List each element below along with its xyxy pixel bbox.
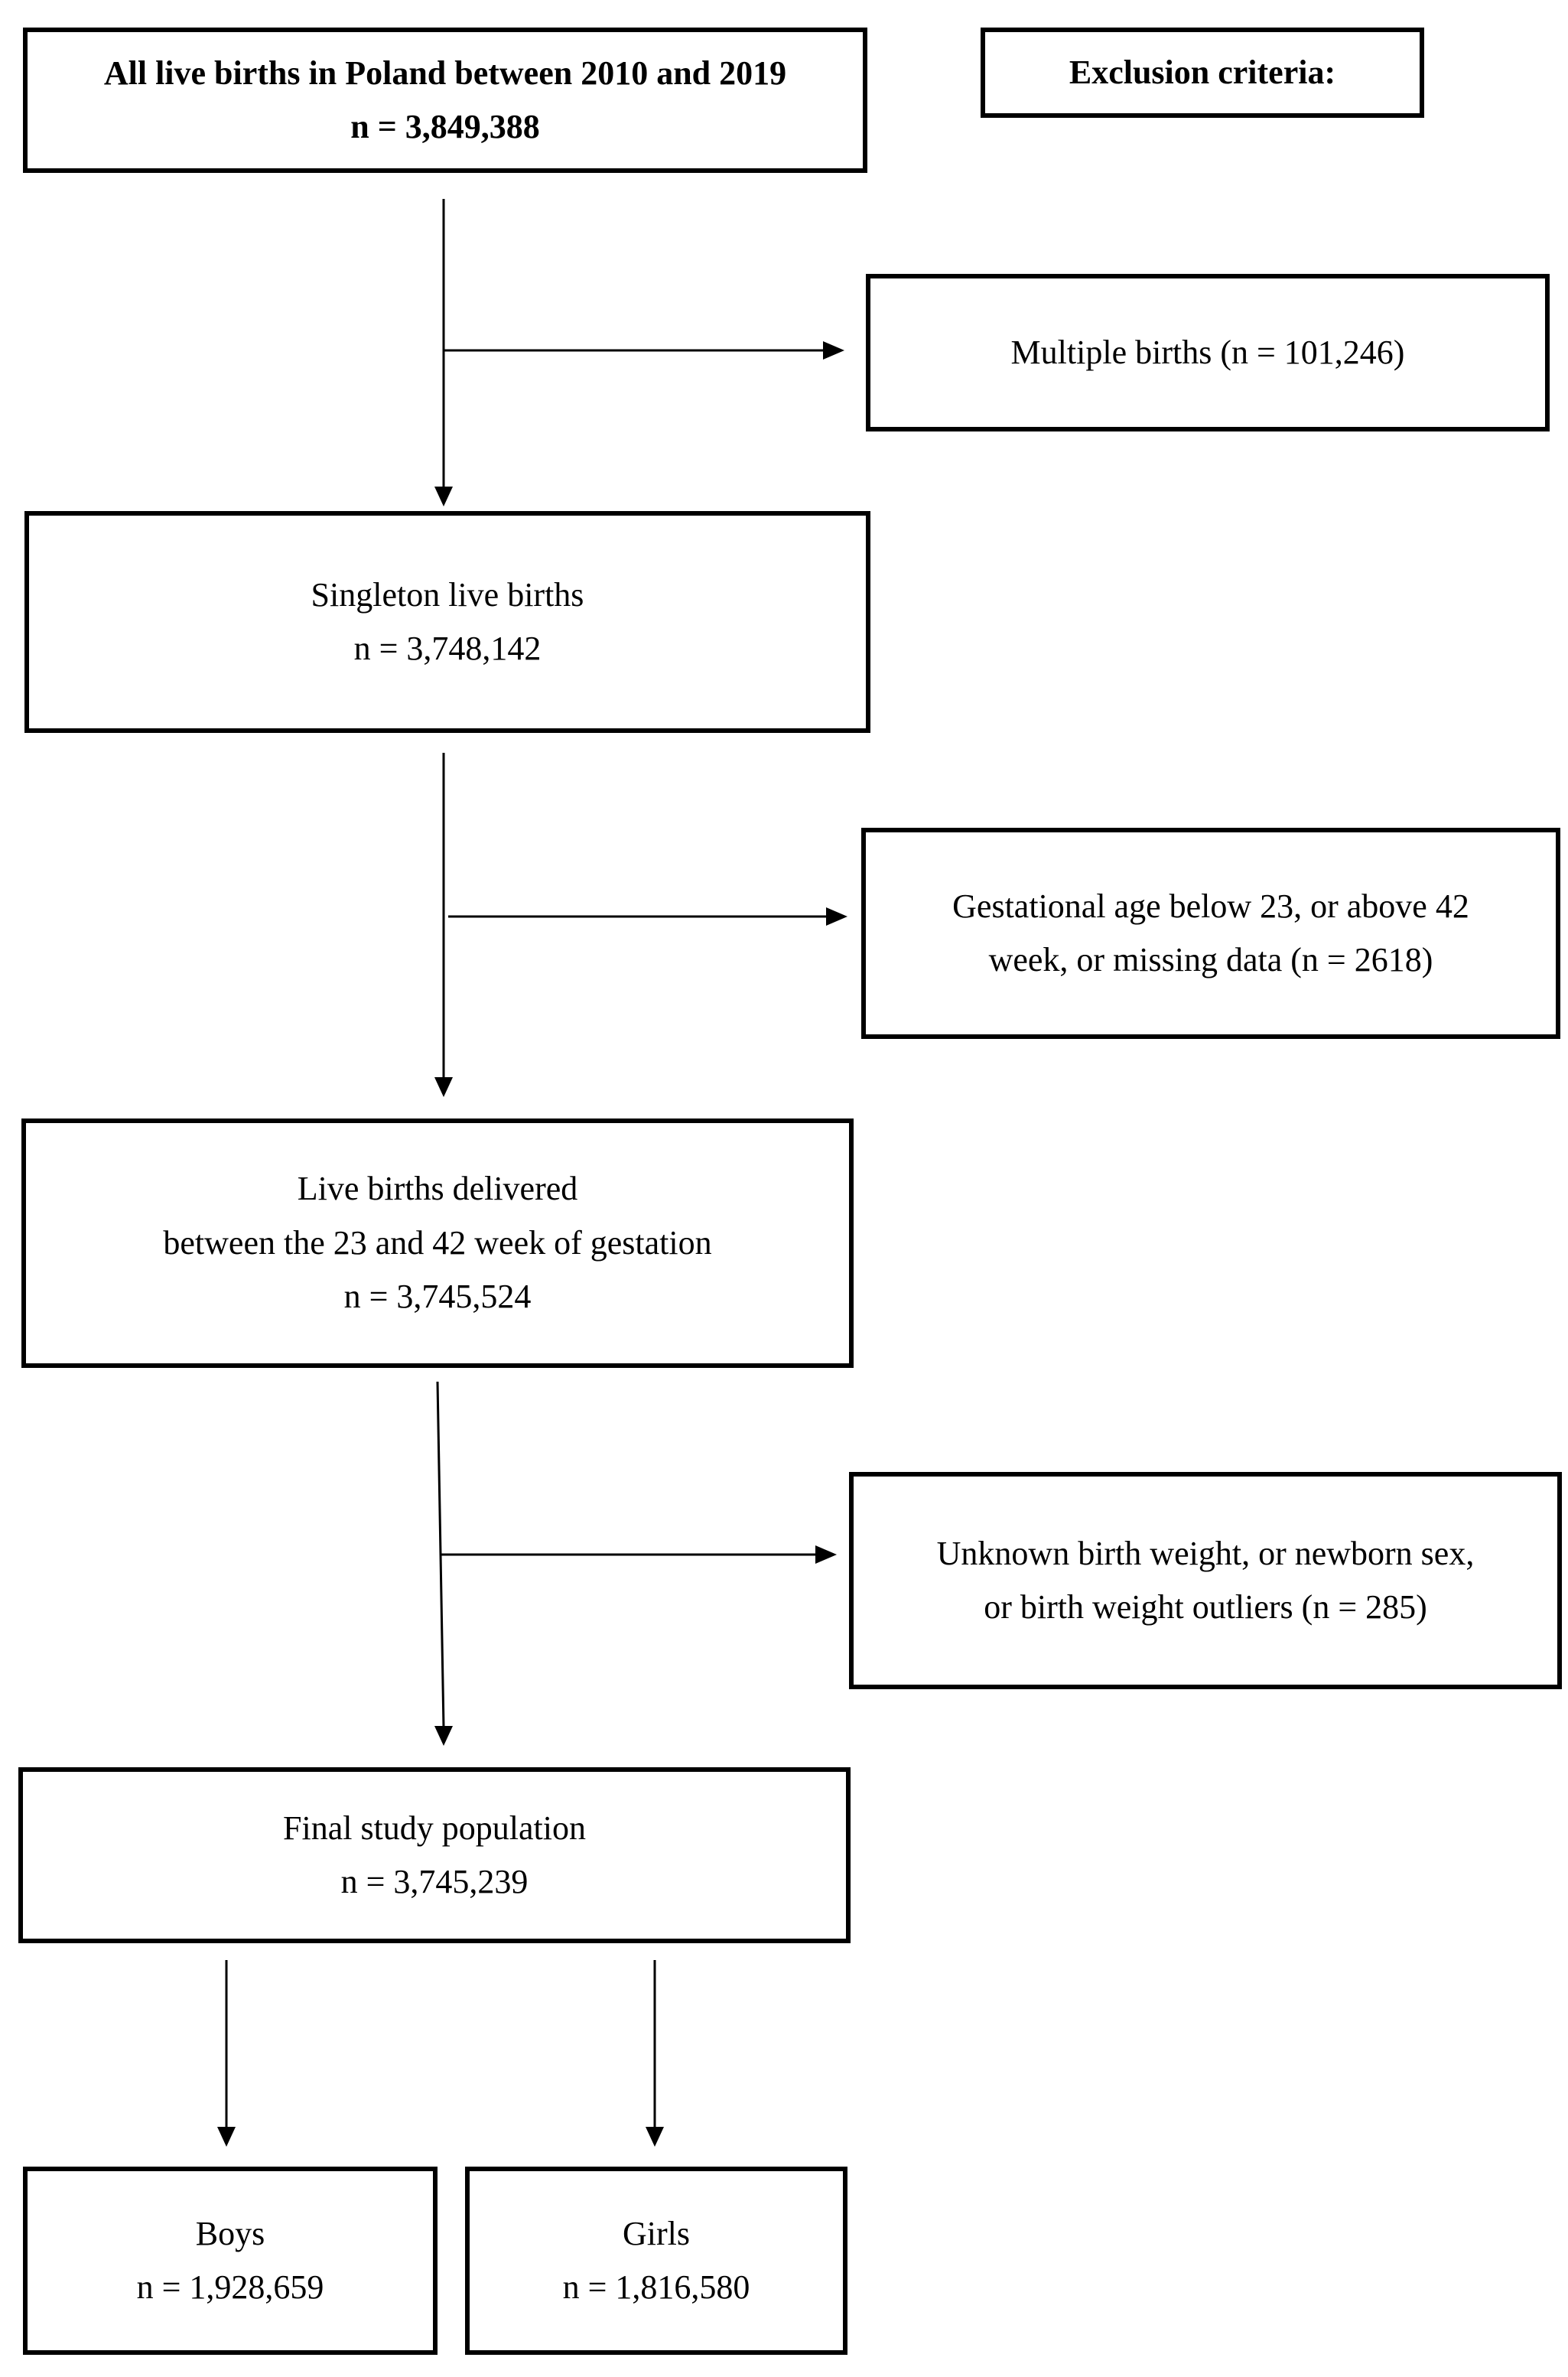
girls-title: Girls (623, 2214, 690, 2252)
exclusion-3-line1: Unknown birth weight, or newborn sex, (936, 1534, 1475, 1572)
gestation-range-box: Live births delivered between the 23 and… (21, 1118, 854, 1368)
exclusion-criteria-header: Exclusion criteria: (1069, 53, 1336, 91)
arrowhead-to-multiple-births (823, 341, 844, 360)
arrowhead-gestation-to-final (434, 1726, 453, 1746)
final-count: n = 3,745,239 (340, 1863, 529, 1900)
boys-box: Boys n = 1,928,659 (23, 2167, 438, 2355)
boys-count: n = 1,928,659 (136, 2268, 324, 2306)
singleton-box: Singleton live births n = 3,748,142 (24, 511, 870, 733)
start-box: All live births in Poland between 2010 a… (23, 28, 867, 173)
exclusion-2-line1: Gestational age below 23, or above 42 (952, 887, 1469, 925)
girls-count: n = 1,816,580 (562, 2268, 750, 2306)
girls-box: Girls n = 1,816,580 (465, 2167, 847, 2355)
gestation-range-line1: Live births delivered (297, 1170, 578, 1208)
exclusion-box-birth-weight: Unknown birth weight, or newborn sex, or… (849, 1472, 1562, 1689)
singleton-title: Singleton live births (311, 575, 584, 614)
arrowhead-final-to-boys (217, 2127, 236, 2147)
exclusion-1-text: Multiple births (n = 101,246) (1010, 333, 1405, 371)
boys-title: Boys (195, 2214, 265, 2252)
final-title: Final study population (283, 1809, 586, 1847)
gestation-range-count: n = 3,745,524 (343, 1278, 532, 1316)
arrowhead-start-to-singleton (434, 487, 453, 506)
final-population-box: Final study population n = 3,745,239 (18, 1767, 851, 1943)
exclusion-2-line2: week, or missing data (n = 2618) (988, 941, 1433, 978)
exclusion-criteria-header-box: Exclusion criteria: (981, 28, 1424, 118)
exclusion-box-multiple-births: Multiple births (n = 101,246) (866, 274, 1550, 431)
start-count: n = 3,849,388 (350, 108, 540, 145)
exclusion-box-gestational-age: Gestational age below 23, or above 42 we… (861, 828, 1560, 1039)
gestation-range-line2: between the 23 and 42 week of gestation (163, 1223, 712, 1262)
arrowhead-final-to-girls (646, 2127, 664, 2147)
arrowhead-to-gestational-exclusion (826, 907, 847, 926)
start-title: All live births in Poland between 2010 a… (103, 54, 787, 92)
singleton-count: n = 3,748,142 (353, 630, 542, 667)
exclusion-3-line2: or birth weight outliers (n = 285) (984, 1588, 1427, 1626)
arrowhead-singleton-to-gestation (434, 1077, 453, 1097)
arrowhead-to-birth-weight-exclusion (815, 1545, 837, 1564)
